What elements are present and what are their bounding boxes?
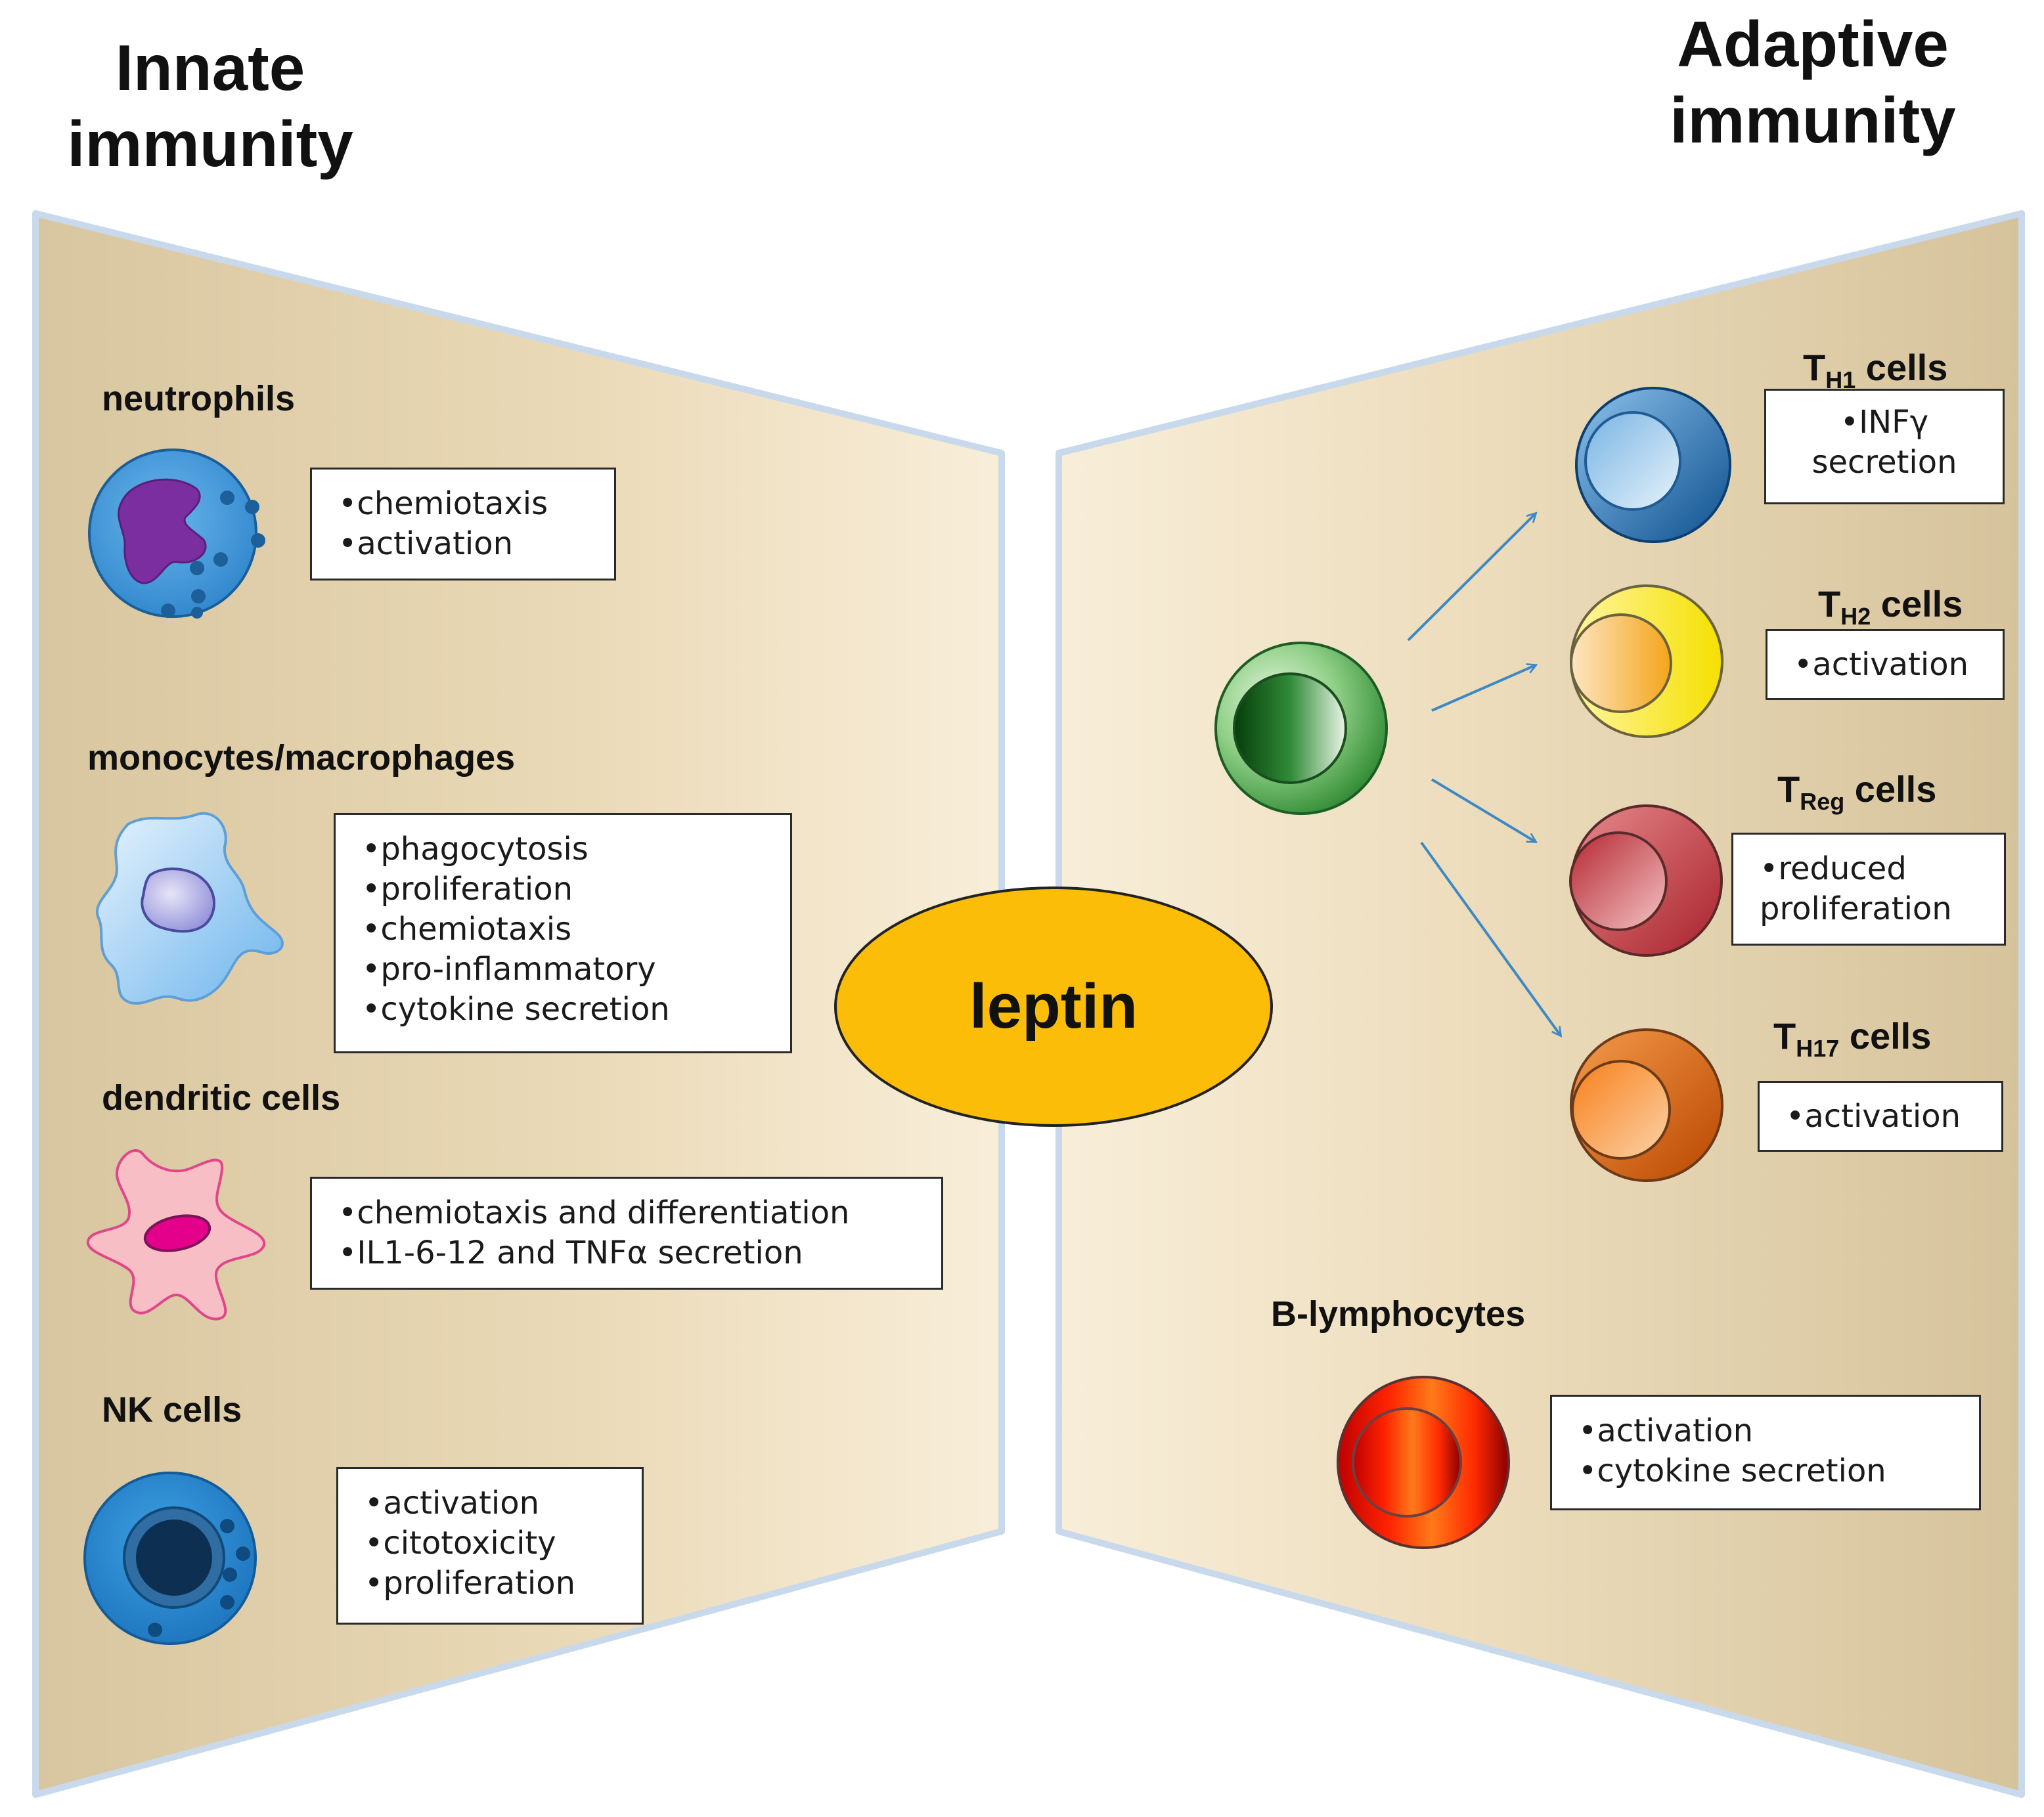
dendritic-effects-box: •chemiotaxis and differentiation •IL1-6-… xyxy=(310,1177,943,1290)
th2-effects-box: •activation xyxy=(1766,629,2005,700)
th17-label-suffix: cells xyxy=(1839,1015,1932,1057)
treg-cell-icon xyxy=(1569,804,1723,957)
effect-item: proliferation xyxy=(1760,890,1952,927)
effect-item: •activation xyxy=(1578,1412,1754,1449)
innate-heading-line1: Innate xyxy=(115,32,305,104)
th2-label-main: T xyxy=(1818,583,1841,624)
effect-item: •activation xyxy=(1786,1097,1961,1135)
innate-heading-line2: immunity xyxy=(67,107,353,180)
th17-label-sub: H17 xyxy=(1796,1035,1840,1062)
b-lymphocytes-effects-box: •activation •cytokine secretion xyxy=(1550,1395,1981,1510)
effect-item: secretion xyxy=(1811,444,1957,481)
th1-label-main: T xyxy=(1803,347,1826,388)
treg-effects-box: •reduced proliferation xyxy=(1731,833,2006,946)
adaptive-heading: Adaptive immunity xyxy=(1629,7,1997,158)
effect-item: •pro-inflammatory xyxy=(362,951,656,988)
th2-cell-icon xyxy=(1570,584,1723,738)
nk-label: NK cells xyxy=(102,1390,242,1430)
effect-item: •activation xyxy=(1794,646,1969,683)
effect-item: •IL1-6-12 and TNFα secretion xyxy=(338,1235,803,1271)
th17-label-main: T xyxy=(1773,1015,1796,1057)
arrow-to-th17 xyxy=(1420,841,1561,1036)
monocytes-effects-box: •phagocytosis •proliferation •chemiotaxi… xyxy=(334,813,792,1053)
adaptive-heading-line2: immunity xyxy=(1670,83,1956,156)
arrow-to-th2 xyxy=(1431,665,1536,712)
effect-item: •cytokine secretion xyxy=(362,991,670,1028)
effect-item: •chemiotaxis and differentiation xyxy=(338,1194,850,1231)
effect-item: •citotoxicity xyxy=(365,1525,556,1562)
th17-effects-box: •activation xyxy=(1758,1081,2003,1152)
th1-effects-box: •INFγ secretion xyxy=(1764,389,2005,504)
adaptive-heading-line1: Adaptive xyxy=(1677,8,1949,80)
neutrophils-effects-box: •chemiotaxis •activation xyxy=(310,468,616,580)
macrophage-icon xyxy=(96,812,284,1005)
b-lymphocyte-icon xyxy=(1337,1376,1510,1549)
arrow-to-th1 xyxy=(1407,514,1536,642)
b-lymphocytes-label: B-lymphocytes xyxy=(1271,1294,1526,1334)
th1-label-sub: H1 xyxy=(1825,366,1856,393)
innate-heading: Innate immunity xyxy=(39,30,381,182)
effect-item: •reduced xyxy=(1760,850,1907,887)
effect-item: •activation xyxy=(365,1485,540,1521)
nk-cell-icon xyxy=(83,1472,257,1645)
treg-label-suffix: cells xyxy=(1844,768,1937,810)
th2-label-suffix: cells xyxy=(1871,583,1963,624)
effect-item: •proliferation xyxy=(362,871,573,908)
effect-item: •chemiotaxis xyxy=(338,485,548,522)
effect-item: •phagocytosis xyxy=(362,831,589,867)
treg-label-sub: Reg xyxy=(1800,788,1845,815)
naive-t-cell-icon xyxy=(1214,642,1388,815)
leptin-ellipse xyxy=(834,887,1273,1127)
th17-cell-icon xyxy=(1570,1028,1723,1182)
effect-item: •activation xyxy=(338,525,514,562)
arrow-to-treg xyxy=(1431,778,1536,842)
effect-item: •proliferation xyxy=(365,1565,576,1602)
treg-label-main: T xyxy=(1777,768,1800,810)
effect-item: •cytokine secretion xyxy=(1578,1453,1886,1489)
treg-label: TReg cells xyxy=(1777,771,1936,814)
th1-label-suffix: cells xyxy=(1855,347,1948,388)
neutrophil-icon xyxy=(88,449,265,619)
leptin-label: leptin xyxy=(969,971,1138,1041)
th1-cell-icon xyxy=(1575,387,1731,543)
th2-label: TH2 cells xyxy=(1818,586,1963,628)
neutrophils-label: neutrophils xyxy=(102,379,295,418)
monocytes-label: monocytes/macrophages xyxy=(87,738,516,777)
dendritic-label: dendritic cells xyxy=(102,1078,341,1118)
effect-item: •INFγ xyxy=(1840,404,1929,441)
th17-label: TH17 cells xyxy=(1773,1018,1931,1061)
nk-effects-box: •activation •citotoxicity •proliferation xyxy=(336,1467,644,1625)
effect-item: •chemiotaxis xyxy=(362,911,572,948)
th2-label-sub: H2 xyxy=(1840,603,1871,630)
th1-label: TH1 cells xyxy=(1803,349,1947,392)
dendritic-cell-icon xyxy=(86,1149,266,1321)
